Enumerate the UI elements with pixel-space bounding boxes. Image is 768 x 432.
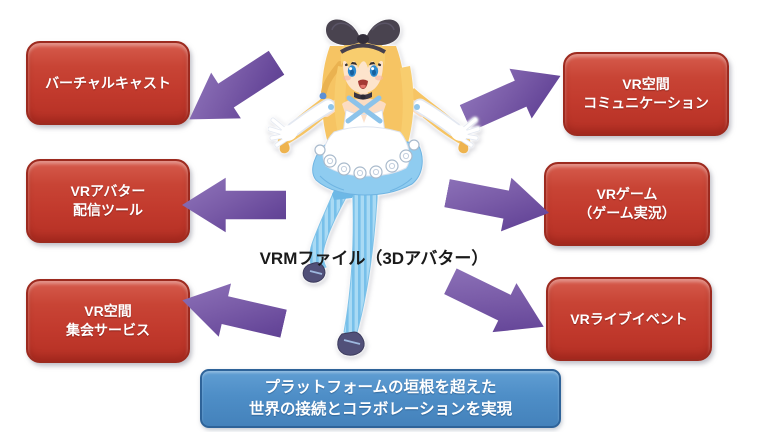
box-label: 配信ツール xyxy=(73,202,143,218)
box-vr-space-meetup-service: VR空間 集会サービス xyxy=(26,279,190,363)
box-vr-game: VRゲーム （ゲーム実況） xyxy=(544,162,710,246)
box-vr-avatar-streaming-tool: VRアバター 配信ツール xyxy=(26,159,190,243)
box-vr-space-communication: VR空間 コミュニケーション xyxy=(563,52,729,136)
box-label: VRゲーム xyxy=(596,186,658,202)
box-label: バーチャルキャスト xyxy=(45,74,171,91)
box-label: VR空間 xyxy=(622,76,670,92)
box-virtual-cast: バーチャルキャスト xyxy=(26,41,190,125)
banner-line: プラットフォームの垣根を超えた xyxy=(264,378,497,396)
anime-avatar-character xyxy=(268,19,480,356)
box-label: VRライブイベント xyxy=(570,310,688,327)
center-label-vrm-file: VRMファイル（3Dアバター） xyxy=(259,249,489,268)
box-label: 集会サービス xyxy=(66,322,150,338)
banner-line: 世界の接続とコラボレーションを実現 xyxy=(248,400,513,418)
box-label: VRアバター xyxy=(70,183,146,199)
bottom-banner: プラットフォームの垣根を超えた 世界の接続とコラボレーションを実現 xyxy=(200,369,561,428)
box-label: コミュニケーション xyxy=(583,95,709,111)
box-label: VR空間 xyxy=(84,303,132,319)
box-label: （ゲーム実況） xyxy=(578,205,676,221)
box-vr-live-event: VRライブイベント xyxy=(546,277,712,361)
